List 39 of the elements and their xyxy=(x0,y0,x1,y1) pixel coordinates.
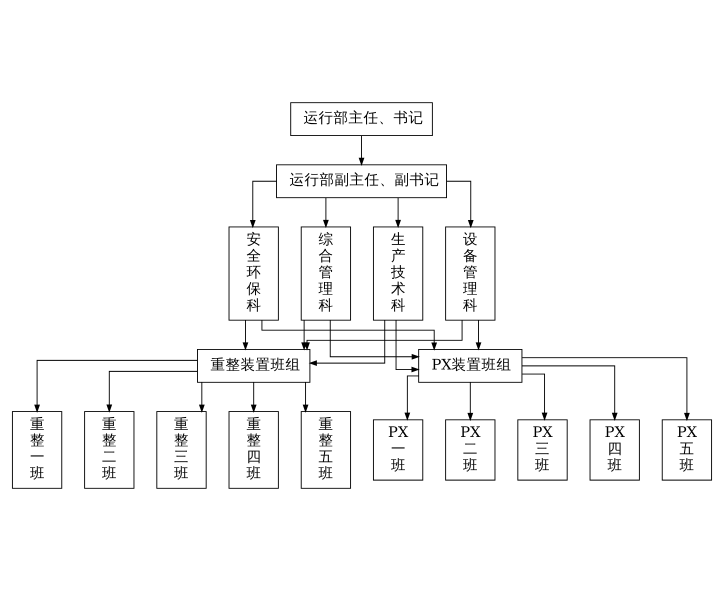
arrow xyxy=(467,382,474,422)
arrow xyxy=(330,320,420,360)
arrow xyxy=(250,382,257,413)
node-box: 重整一班 xyxy=(12,411,62,489)
node-box: PX三班 xyxy=(517,419,568,481)
node-box: PX五班 xyxy=(662,419,712,481)
arrow xyxy=(198,382,205,413)
node-box: 综合管理科 xyxy=(300,226,352,321)
arrow xyxy=(323,197,329,228)
arrow xyxy=(308,320,386,366)
arrow xyxy=(446,180,474,228)
arrow xyxy=(396,320,420,372)
arrow xyxy=(395,197,401,228)
arrow xyxy=(301,320,307,351)
node-box: 设备管理科 xyxy=(445,226,496,321)
node-box: 重整二班 xyxy=(84,411,134,489)
arrow xyxy=(358,135,364,166)
node-box: 运行部主任、书记 xyxy=(290,102,433,136)
arrow xyxy=(522,365,618,421)
node-box: 运行部副主任、副书记 xyxy=(276,164,447,198)
node-box: PX四班 xyxy=(590,419,640,481)
node-box: 重整五班 xyxy=(300,411,352,489)
node-box: 安全环保科 xyxy=(228,226,279,321)
arrow xyxy=(522,357,690,422)
arrow xyxy=(242,320,248,351)
arrow xyxy=(34,360,198,413)
node-box: PX二班 xyxy=(445,419,496,481)
arrow xyxy=(302,382,308,413)
node-box: 重整三班 xyxy=(156,411,207,489)
node-box: PX一班 xyxy=(372,419,424,481)
arrow xyxy=(522,374,548,421)
node-box: 重整四班 xyxy=(228,411,279,489)
arrow xyxy=(476,320,482,351)
arrow xyxy=(250,180,277,228)
arrow xyxy=(106,370,198,413)
node-box: PX装置班组 xyxy=(418,348,522,383)
arrow xyxy=(404,375,420,421)
node-box: 重整装置班组 xyxy=(197,348,310,383)
node-box: 生产技术科 xyxy=(372,226,424,321)
